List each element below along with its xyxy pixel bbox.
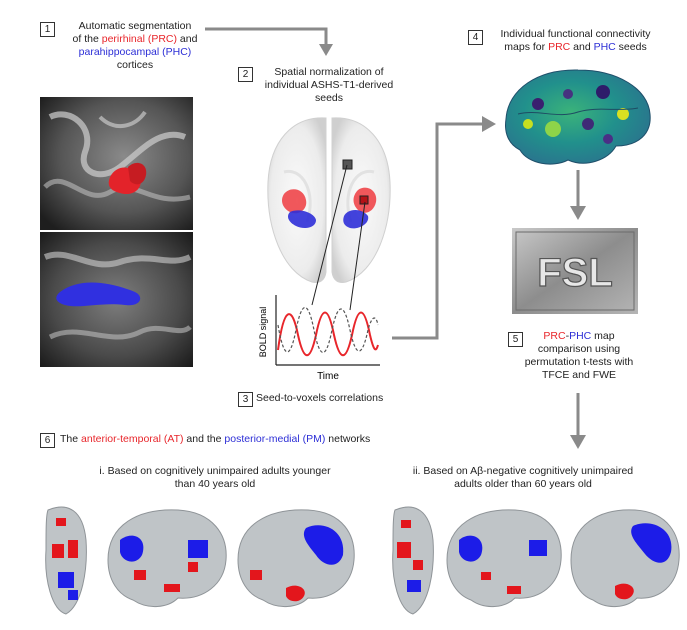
step-1-phc-label: parahippocampal (PHC): [78, 46, 192, 58]
step-5-line-2: comparison using: [537, 343, 621, 355]
step-4-prc: PRC: [548, 41, 571, 53]
group-ii-brain-renders: [392, 506, 680, 615]
step-4-phc: PHC: [593, 41, 616, 53]
connectivity-map-brain: [505, 69, 651, 165]
step-2-caption: Spatial normalization of individual ASHS…: [254, 66, 404, 105]
step-4-caption: Individual functional connectivity maps …: [483, 28, 668, 54]
step-1-prc-label: perirhinal (PRC): [101, 33, 178, 45]
step-1-line-2: of the perirhinal (PRC) and: [60, 33, 210, 46]
step-5-line-4: TFCE and FWE: [541, 369, 617, 381]
bold-signal-plot: BOLD signal Time: [258, 295, 380, 382]
step-3-number: 3: [238, 392, 253, 407]
step-4-line-1: Individual functional connectivity: [500, 28, 651, 40]
voxel-marker-2: [359, 195, 369, 205]
group-ii-line-2: adults older than 60 years old: [454, 478, 592, 490]
step-6-networks: networks: [325, 433, 371, 445]
step-6-number: 6: [40, 433, 55, 448]
step-2-number: 2: [238, 67, 253, 82]
black-signal: [277, 307, 379, 353]
step-5-dash: -: [565, 330, 570, 342]
group-ii-top-view: [392, 506, 434, 615]
step-6-the: The: [60, 433, 82, 445]
step-5-prc: PRC: [543, 330, 566, 342]
group-i-brain-renders: [45, 506, 355, 615]
group-i-lateral-view: [107, 509, 227, 607]
red-signal: [277, 311, 379, 357]
left-prc-seed: [282, 189, 307, 214]
left-phc-seed: [288, 210, 316, 228]
step-5-phc: PHC: [569, 330, 592, 342]
step-5-line-1: PRC-PHC map: [514, 330, 644, 343]
group-i-line-1: i. Based on cognitively unimpaired adult…: [99, 465, 331, 477]
step-5-line-3: permutation t-tests with: [524, 356, 634, 368]
step-4-seeds: seeds: [615, 41, 647, 53]
step-1-number: 1: [40, 22, 55, 37]
prc-segmentation-2: [128, 162, 147, 185]
arrow-step4-to-fsl: [570, 170, 586, 220]
step-4-and: and: [570, 41, 594, 53]
group-ii-caption: ii. Based on Aβ-negative cognitively uni…: [398, 465, 648, 491]
step-4-maps-for: maps for: [504, 41, 549, 53]
group-i-top-view: [45, 506, 87, 615]
step-6-at-network: anterior-temporal (AT): [81, 433, 184, 445]
step-5-caption: PRC-PHC map comparison using permutation…: [514, 330, 644, 382]
brain-surface: [505, 69, 651, 165]
arrow-step1-to-step2: [205, 27, 333, 56]
step-1-and: and: [177, 33, 198, 45]
group-ii-line-1: ii. Based on Aβ-negative cognitively uni…: [412, 465, 634, 477]
arrow-step3-to-step4: [392, 116, 496, 340]
step-4-number: 4: [468, 30, 483, 45]
fsl-logo: FSL: [512, 228, 638, 314]
y-axis-label: BOLD signal: [258, 307, 268, 358]
step-4-line-2: maps for PRC and PHC seeds: [483, 41, 668, 54]
step-5-map: map: [591, 330, 615, 342]
group-i-caption: i. Based on cognitively unimpaired adult…: [90, 465, 340, 491]
step-1-line-1: Automatic segmentation: [78, 20, 192, 32]
fsl-logo-background: [512, 228, 638, 314]
phc-segmentation: [56, 282, 141, 307]
glass-brain-seeds: [267, 117, 391, 283]
group-i-line-2: than 40 years old: [174, 478, 256, 490]
voxel-marker-1: [342, 159, 353, 170]
step-5-number: 5: [508, 332, 523, 347]
group-ii-medial-view: [570, 509, 680, 607]
voxel-to-signal-lines: [311, 164, 366, 311]
step-2-line-1: Spatial normalization of: [274, 66, 384, 78]
group-i-medial-view: [237, 509, 355, 607]
step-6-caption: The anterior-temporal (AT) and the poste…: [60, 433, 400, 446]
step-2-line-2: individual ASHS-T1-derived: [264, 79, 394, 91]
step-6-pm-network: posterior-medial (PM): [224, 433, 326, 445]
arrow-step5-to-results: [570, 393, 586, 449]
step-6-and-the: and the: [183, 433, 225, 445]
fsl-logo-text: FSL: [537, 251, 613, 295]
step-2-line-3: seeds: [314, 92, 344, 104]
step-3-caption: Seed-to-voxels correlations: [256, 392, 384, 404]
mri-panel-top: [40, 97, 193, 230]
step-1-caption: Automatic segmentation of the perirhinal…: [60, 20, 210, 72]
x-axis-label: Time: [317, 371, 339, 382]
mri-segmentation-images: [40, 97, 193, 367]
group-ii-lateral-view: [446, 509, 562, 607]
step-1-of-the: of the: [72, 33, 102, 45]
step-1-line-4: cortices: [116, 59, 154, 71]
